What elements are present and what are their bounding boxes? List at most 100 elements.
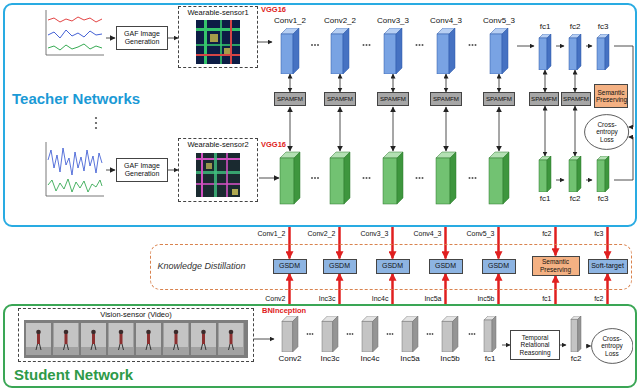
fusion-arrow [393, 107, 394, 151]
block-label: fc2 [564, 194, 586, 204]
dot [469, 177, 471, 179]
connector [545, 106, 546, 156]
distillation-arrow [497, 274, 500, 305]
conv-block: Conv1_2 [272, 16, 308, 74]
fusion-arrows [259, 107, 499, 178]
spamfm-box: SPAMFM [324, 92, 356, 106]
distillation-arrow [288, 227, 291, 259]
fc-block: fc1 [534, 22, 556, 70]
connector [258, 42, 272, 43]
block-label: Conv5_3 [481, 16, 517, 26]
slab-side [396, 28, 402, 74]
node-text: SPAMFM [433, 96, 459, 103]
slab-side [373, 316, 378, 352]
fusion-arrow [446, 107, 447, 151]
spamfm-box: SPAMFM [377, 92, 409, 106]
video-frame [109, 323, 134, 355]
gaf-band [196, 44, 240, 46]
sensor-plot [46, 142, 104, 196]
slab-front [437, 34, 449, 74]
conv-block [280, 152, 300, 204]
dot [307, 333, 309, 335]
block-shape [564, 34, 586, 70]
node-text: Soft-target [591, 262, 624, 270]
connector [502, 345, 510, 346]
dot [317, 177, 319, 179]
backbone-label: VGG16 [261, 140, 286, 149]
slab-side [413, 316, 418, 352]
node-text: Cross-entropy Loss [596, 335, 628, 356]
conv-block [383, 152, 403, 204]
video-strip [24, 320, 248, 358]
edge-label: fc1 [541, 294, 552, 303]
dot [312, 333, 314, 335]
connector [168, 170, 178, 171]
slab-front [362, 321, 373, 352]
gaf-band [196, 54, 240, 56]
conv-block: Conv2_2 [322, 16, 358, 74]
distillation-arrow [391, 227, 394, 259]
conv-block: Inc4c [354, 316, 386, 364]
signal-line [48, 30, 102, 38]
dot [387, 333, 389, 335]
gsdm-box: GSDM [273, 259, 307, 274]
block-shape [478, 316, 502, 352]
block-shape [564, 156, 586, 192]
input-arrow [259, 178, 279, 179]
node-text: SPAMFM [380, 96, 406, 103]
edge-label: Conv5_3 [465, 229, 495, 238]
block-shape [314, 316, 346, 352]
node-text: SPAMFM [563, 96, 589, 103]
spamfm-box: SPAMFM [561, 92, 591, 106]
video-frame [54, 323, 79, 355]
slab-side [293, 316, 298, 352]
dot [469, 44, 471, 46]
connector [575, 106, 576, 156]
distillation-arrow [606, 227, 609, 259]
dot [95, 117, 97, 119]
dot [349, 333, 351, 335]
node-text: GSDM [435, 262, 456, 270]
dot [416, 44, 418, 46]
connector [560, 345, 566, 346]
dot [416, 177, 418, 179]
connector [545, 70, 546, 92]
block-label: fc3 [592, 22, 614, 32]
ellipse-shape [585, 115, 629, 150]
fc-block: fc2 [566, 316, 586, 364]
slab-side [453, 316, 458, 352]
video-frame [164, 323, 189, 355]
connector [517, 46, 534, 47]
dot [422, 44, 424, 46]
dot [311, 177, 313, 179]
dot [363, 177, 365, 179]
dot [314, 44, 316, 46]
box-heading: Vision-sensor (Video) [19, 310, 253, 319]
fc-block: fc1 [534, 156, 556, 204]
block-label: Conv4_3 [428, 16, 464, 26]
dot [419, 177, 421, 179]
signal-line [48, 44, 102, 50]
dot [472, 44, 474, 46]
gaf-image [196, 153, 240, 197]
slab-side [502, 28, 508, 74]
connector [556, 180, 564, 181]
slab-front [597, 38, 605, 70]
slab-side [343, 28, 349, 74]
block-shape [592, 34, 614, 70]
dot [419, 44, 421, 46]
plot-arrow [106, 38, 115, 39]
connector [556, 46, 564, 47]
dot [475, 44, 477, 46]
gaf-band [201, 153, 203, 197]
plot-arrow [106, 170, 115, 171]
dot [317, 44, 319, 46]
gaf-box: GAF Image Generation [116, 26, 168, 50]
dot [347, 333, 349, 335]
semantic-box: Semantic Preserving [594, 84, 628, 108]
slab-side [333, 316, 338, 352]
backbone-label: BNInception [262, 306, 306, 315]
block-shape [354, 316, 386, 352]
node-text: SPAMFM [531, 96, 557, 103]
slab-front [539, 160, 547, 192]
